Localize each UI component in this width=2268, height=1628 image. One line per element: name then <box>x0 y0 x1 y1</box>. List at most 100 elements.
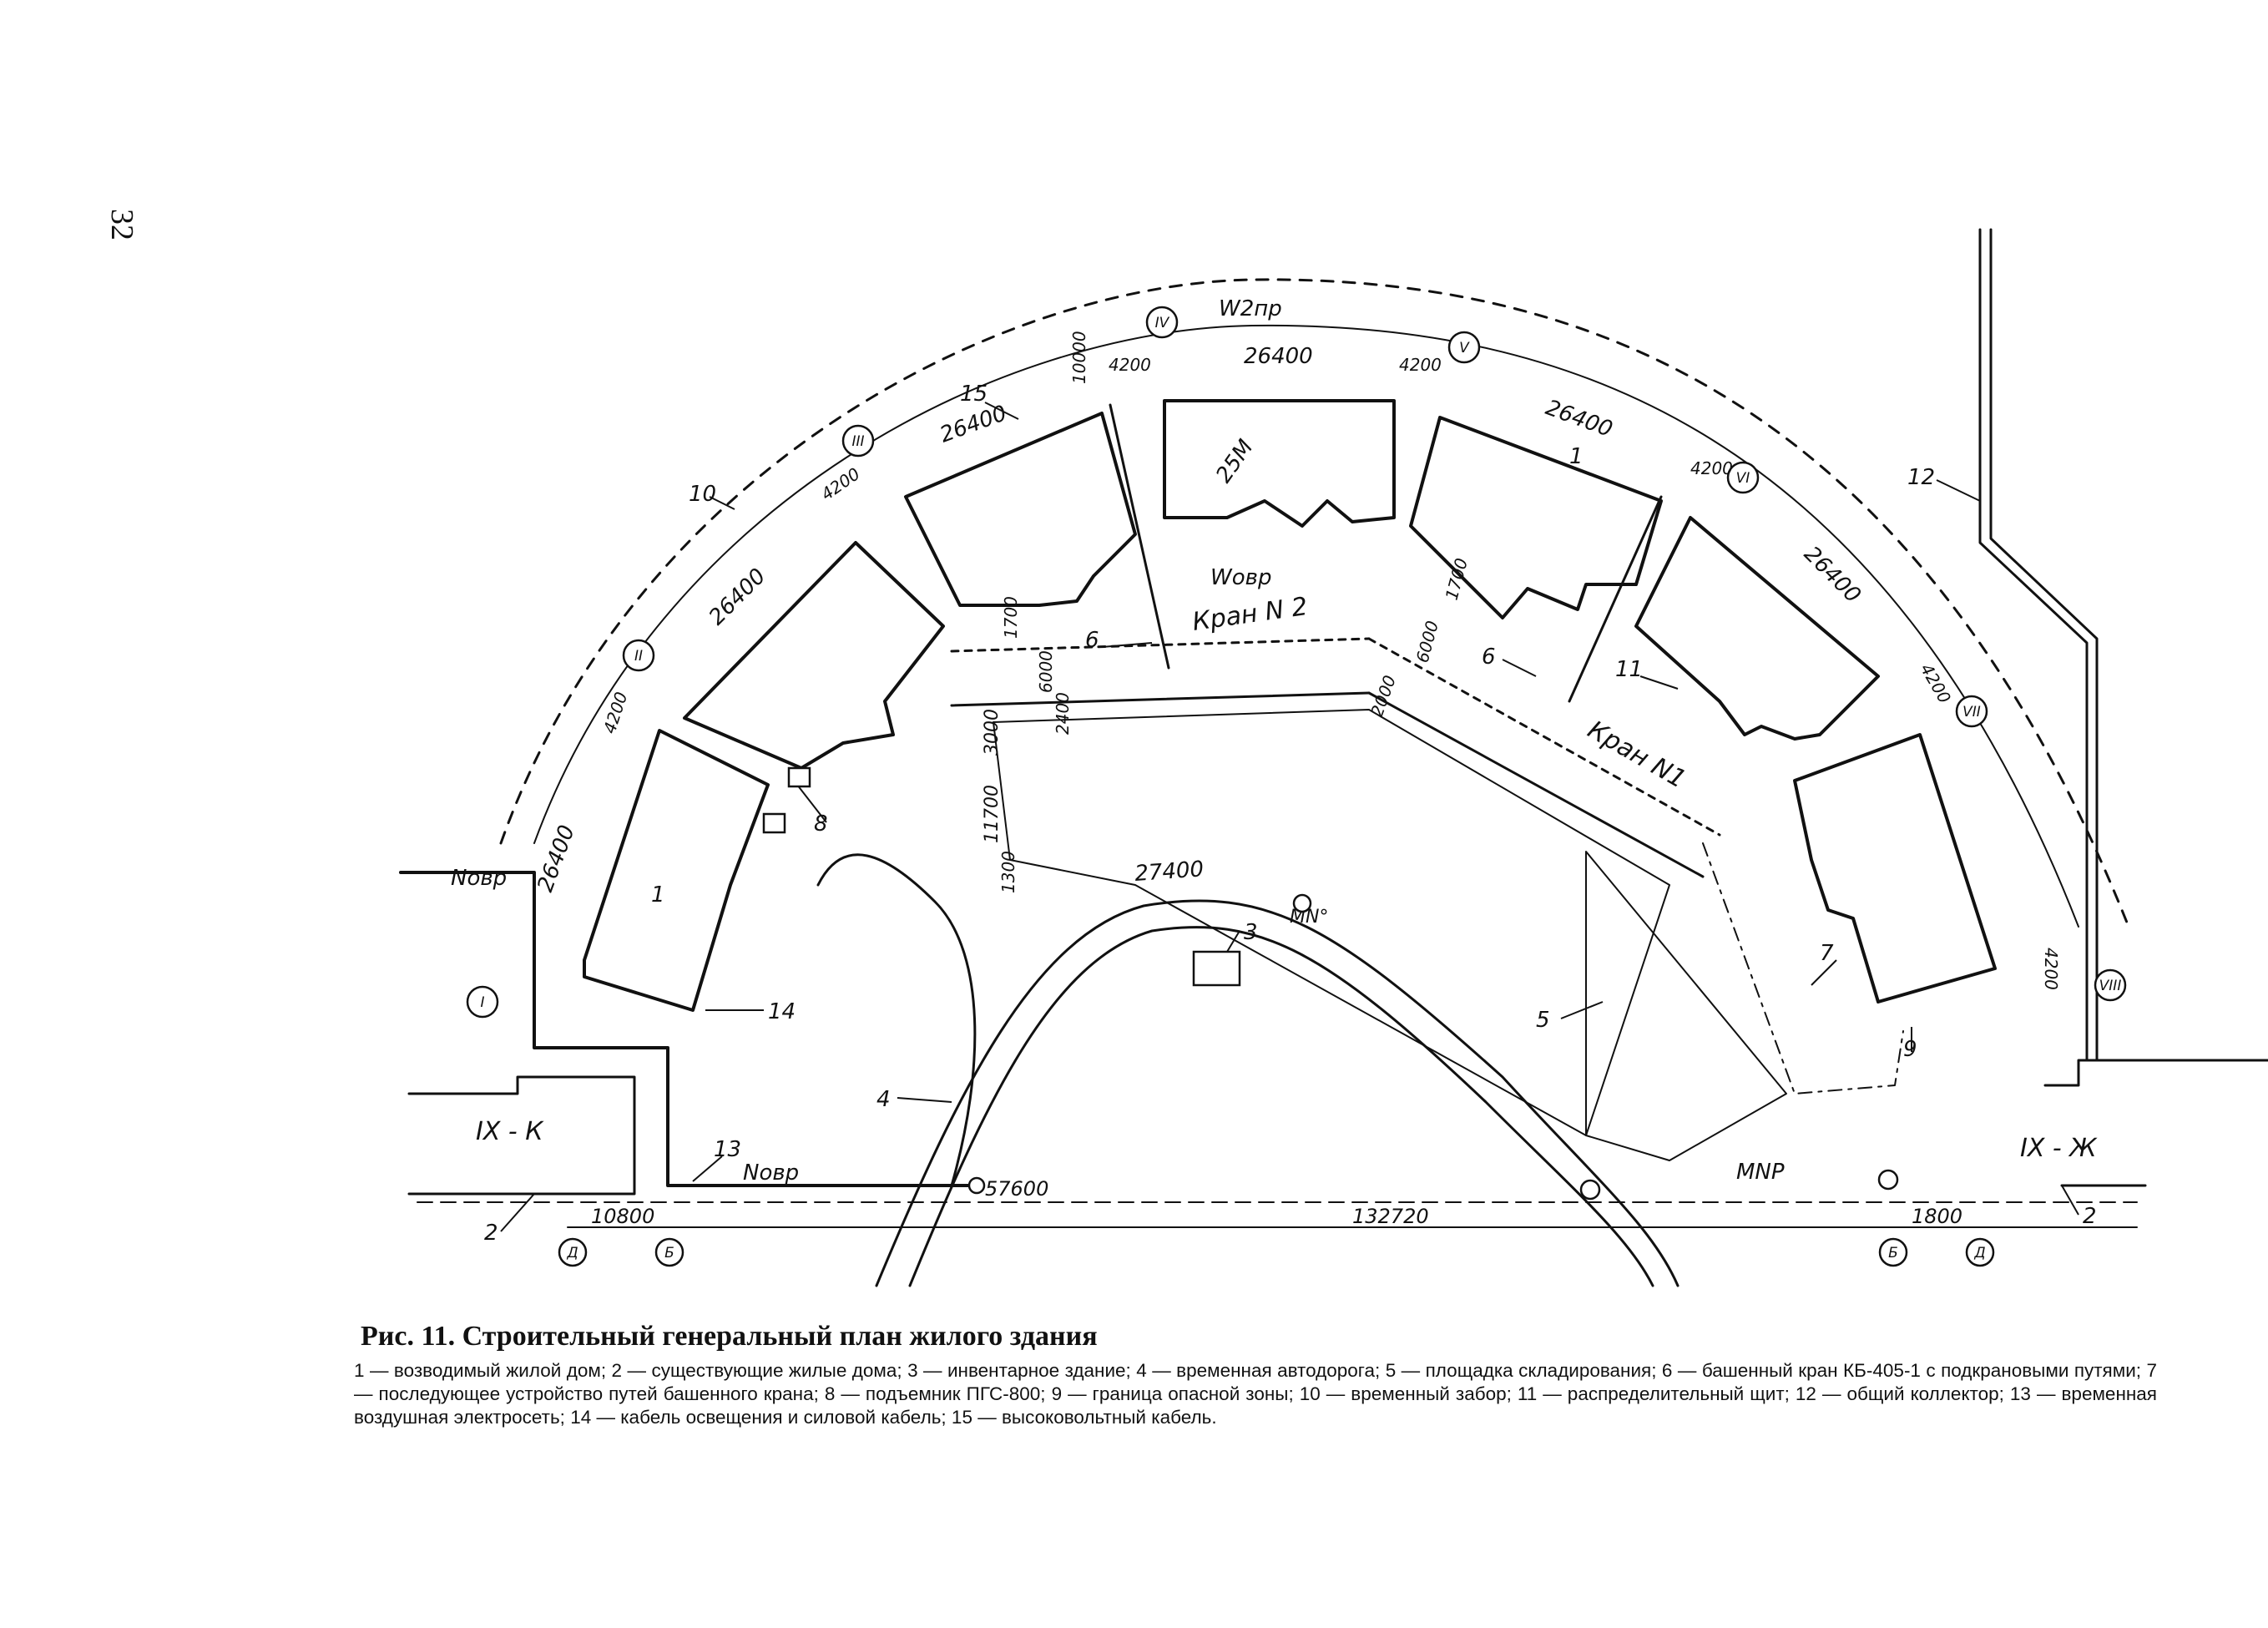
label-crane-1: Кран N1 <box>1583 715 1691 795</box>
figure-caption-legend: 1 — возводимый жилой дом; 2 — существующ… <box>354 1360 2157 1428</box>
temporary-road <box>875 899 1680 1287</box>
axis-label-2: II <box>634 648 643 665</box>
dim-4200-2: 4200 <box>817 463 863 504</box>
lamp-bottom-middle <box>1579 1179 1601 1201</box>
building-section-4 <box>1163 399 1396 528</box>
building-section-2 <box>683 541 945 770</box>
dim-26400-5: 26400 <box>1543 395 1616 442</box>
callout-3: 3 <box>1244 920 1258 945</box>
dim-4200-6: 4200 <box>1917 660 1955 707</box>
dim-6000-left: 6000 <box>1036 650 1056 693</box>
collector <box>1978 228 2089 1062</box>
callout-13: 13 <box>714 1137 741 1162</box>
callout-11: 11 <box>1615 657 1643 682</box>
axis-label-4: IV <box>1155 315 1170 331</box>
axis-label-5: V <box>1459 340 1470 356</box>
dim-27400: 27400 <box>1134 857 1205 887</box>
dim-4200-4: 4200 <box>1399 355 1442 375</box>
callout-6-right: 6 <box>1482 645 1496 670</box>
callout-4: 4 <box>876 1087 891 1112</box>
dim-4200-7: 4200 <box>2041 948 2061 990</box>
dim-26400-1: 26400 <box>533 822 579 895</box>
callout-1-right: 1 <box>1569 444 1584 469</box>
axis-label-8: VIII <box>2099 978 2122 994</box>
dim-26400-4: 26400 <box>1244 344 1313 369</box>
axis-marker-2 <box>622 639 655 672</box>
dim-132720: 132720 <box>1352 1205 1429 1228</box>
callout-7: 7 <box>1820 941 1834 966</box>
figure-caption-title: Рис. 11. Строительный генеральный план ж… <box>361 1321 1098 1352</box>
dim-26400-6: 26400 <box>1799 542 1866 609</box>
callout-5: 5 <box>1536 1008 1550 1033</box>
dim-10000: 10000 <box>1069 331 1089 384</box>
dim-26400-2: 26400 <box>705 564 771 630</box>
temporary-fence <box>499 278 2130 928</box>
dim-57600: 57600 <box>985 1177 1048 1201</box>
dim-4200-5: 4200 <box>1690 458 1733 478</box>
hatched-storage-zone <box>1585 851 1787 1161</box>
lamp-bottom-right <box>1877 1169 1899 1191</box>
dim-1700-left: 1700 <box>1001 596 1021 639</box>
callout-2-left: 2 <box>484 1221 498 1246</box>
callout-8: 8 <box>814 811 828 837</box>
label-novr-bottom: Nовр <box>743 1160 799 1186</box>
building-section-1 <box>583 729 770 1012</box>
grid-label-d-left: Д <box>566 1245 578 1261</box>
dim-10800: 10800 <box>591 1205 654 1228</box>
callout-1-left: 1 <box>651 882 665 908</box>
grid-label-d-right: Д <box>1973 1245 1985 1261</box>
dim-11700: 11700 <box>982 785 1003 843</box>
callout-10: 10 <box>689 482 716 507</box>
label-mnp: MNP <box>1736 1160 1785 1185</box>
label-novr-left: Nовр <box>451 866 507 891</box>
building-section-5 <box>1409 416 1663 619</box>
axis-marker-8 <box>2094 968 2127 1002</box>
label-existing-left: IX - К <box>476 1117 544 1146</box>
dim-1300: 1300 <box>998 851 1018 893</box>
danger-zone-boundary <box>1702 842 1904 1095</box>
callout-12: 12 <box>1907 465 1935 490</box>
axis-label-3: III <box>851 433 864 450</box>
building-section-7 <box>1793 733 1997 1004</box>
cable-novr-left <box>399 871 978 1187</box>
axis-label-1: I <box>480 994 484 1011</box>
dim-4200-3: 4200 <box>1109 355 1151 375</box>
dim-3000: 3000 <box>982 709 1003 756</box>
grid-label-b-right: Б <box>1888 1245 1898 1261</box>
dim-2000: 2000 <box>1366 673 1400 720</box>
existing-building-right <box>2043 1059 2268 1187</box>
lamp-center <box>1292 893 1312 913</box>
callout-14: 14 <box>768 999 796 1024</box>
callout-9: 9 <box>1903 1037 1917 1062</box>
cable-w2pr <box>533 324 2079 928</box>
site-plan-drawing: I II III IV V VI VII VIII Д Б Б Д 26400 … <box>399 228 2268 1287</box>
axis-marker-7 <box>1955 695 1988 728</box>
crane-path-1 <box>1367 637 1721 837</box>
grid-label-b-left: Б <box>664 1245 674 1261</box>
building-section-3 <box>904 412 1137 607</box>
lift-8-upper <box>787 766 811 788</box>
label-wovr-top: Wовр <box>1210 565 1271 590</box>
axis-marker-1 <box>466 985 499 1019</box>
lift-8-lower <box>762 812 786 834</box>
label-radius: 25М <box>1211 435 1258 488</box>
building-section-6 <box>1634 516 1880 741</box>
callout-2-right: 2 <box>2083 1204 2097 1229</box>
label-w2pr-top: W2пр <box>1219 296 1282 321</box>
dim-2400: 2400 <box>1053 692 1073 735</box>
axis-markers <box>466 306 2127 1267</box>
crane-jib-2 <box>1109 403 1170 670</box>
dim-26400-3: 26400 <box>937 401 1010 447</box>
axis-label-6: VI <box>1736 470 1750 487</box>
label-crane-2: Кран N 2 <box>1190 592 1309 637</box>
axis-label-7: VII <box>1962 704 1981 720</box>
axis-marker-5 <box>1447 331 1481 364</box>
building-sections <box>583 399 1997 1012</box>
grid-marker-b-left <box>654 1237 684 1267</box>
storage-area <box>993 709 1670 1136</box>
grid-marker-d-left <box>558 1237 588 1267</box>
grid-marker-b-right <box>1878 1237 1908 1267</box>
lamp-bottom-left <box>967 1176 986 1195</box>
dim-1800: 1800 <box>1912 1205 1962 1228</box>
crane-jib-1 <box>1568 495 1663 703</box>
